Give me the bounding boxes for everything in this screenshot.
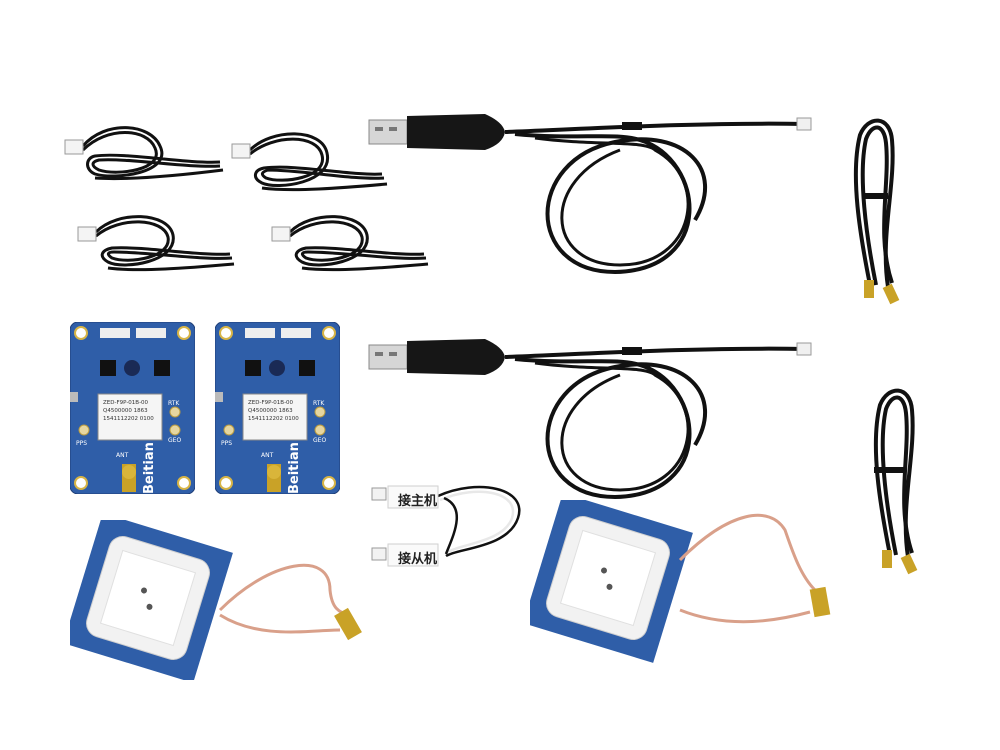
sma-pigtail-2 bbox=[873, 388, 918, 575]
tag-host: 接主机 bbox=[398, 494, 438, 509]
sma-pigtail-1 bbox=[853, 118, 900, 305]
jst-connector-icon bbox=[231, 143, 251, 159]
usb-cable-1 bbox=[368, 114, 812, 275]
usb-cable-2 bbox=[368, 339, 812, 500]
gnss-board-2: ZED-F9P-01B-00 Q4500000 1863 1541112202 … bbox=[215, 322, 340, 494]
jst-harness-2 bbox=[231, 132, 388, 192]
brand-label: Beitian bbox=[287, 442, 302, 494]
label-ant: ANT bbox=[116, 452, 129, 459]
jst-connector-icon bbox=[371, 547, 387, 561]
label-rtk: RTK bbox=[313, 400, 325, 407]
patch-antenna-1 bbox=[70, 520, 362, 680]
module-line-3: 1541112202 0100 bbox=[248, 416, 299, 422]
module-line-1: ZED-F9P-01B-00 bbox=[103, 400, 149, 406]
label-rtk: RTK bbox=[168, 400, 180, 407]
jst-harness-4 bbox=[271, 215, 429, 272]
jst-harness-1 bbox=[64, 126, 224, 181]
jst-connector-icon bbox=[271, 226, 291, 242]
patch-antenna-2 bbox=[530, 500, 831, 663]
module-line-1: ZED-F9P-01B-00 bbox=[248, 400, 294, 406]
sma-connector-icon bbox=[334, 607, 362, 641]
jst-connector-icon bbox=[371, 487, 387, 501]
label-geo: GEO bbox=[168, 437, 182, 444]
module-line-2: Q4500000 1863 bbox=[103, 408, 148, 414]
jst-connector-icon bbox=[64, 139, 84, 155]
gnss-board-1: ZED-F9P-01B-00 Q4500000 1863 1541112202 … bbox=[70, 322, 195, 494]
label-geo: GEO bbox=[313, 437, 327, 444]
sma-connector-icon bbox=[882, 550, 918, 575]
label-pps: PPS bbox=[221, 440, 233, 447]
usb-plug-icon bbox=[368, 114, 505, 150]
sma-connector-icon bbox=[809, 586, 831, 618]
usb-plug-icon bbox=[368, 339, 505, 375]
jst-harness-3 bbox=[77, 215, 235, 272]
tag-slave: 接从机 bbox=[398, 552, 438, 567]
link-cable bbox=[371, 485, 521, 567]
module-line-3: 1541112202 0100 bbox=[103, 416, 154, 422]
brand-label: Beitian bbox=[142, 442, 157, 494]
sma-connector-icon bbox=[864, 280, 900, 305]
label-pps: PPS bbox=[76, 440, 88, 447]
module-line-2: Q4500000 1863 bbox=[248, 408, 293, 414]
jst-connector-icon bbox=[77, 226, 97, 242]
label-ant: ANT bbox=[261, 452, 274, 459]
